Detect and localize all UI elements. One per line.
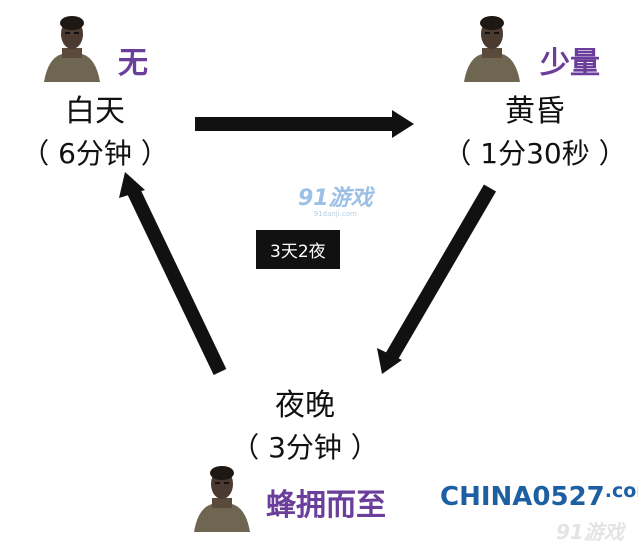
site-watermark-main: CHINA0527 xyxy=(440,482,605,512)
center-logo-sub: 91danji.com xyxy=(313,210,357,218)
zombie-avatar-icon xyxy=(464,16,520,82)
phase-dusk-duration: （ 1分30秒 ） xyxy=(443,137,627,170)
site-watermark: CHINA0527.com xyxy=(440,480,638,512)
phase-day-name: 白天 xyxy=(65,94,125,129)
faint-watermark: 91游戏 xyxy=(556,520,624,544)
arrow-day-to-dusk xyxy=(195,110,414,138)
phase-day: 白天 （ 6分钟 ） xyxy=(20,86,170,172)
arrow-dusk-to-night xyxy=(377,184,497,374)
cycle-badge: 3天2夜 xyxy=(256,230,340,269)
day-zombie-label: 无 xyxy=(118,46,148,81)
night-zombie-label: 蜂拥而至 xyxy=(266,488,386,523)
phase-dusk: 黄昏 （ 1分30秒 ） xyxy=(440,86,630,172)
zombie-avatar-icon xyxy=(44,16,100,82)
arrow-night-to-day xyxy=(119,172,227,376)
phase-night-name: 夜晚 xyxy=(275,388,335,423)
center-logo-text: 91游戏 xyxy=(298,186,373,211)
site-watermark-suffix: .com xyxy=(604,480,638,502)
phase-day-duration: （ 6分钟 ） xyxy=(21,137,169,170)
zombie-avatar-icon xyxy=(194,466,250,532)
phase-night: 夜晚 （ 3分钟 ） xyxy=(225,380,385,466)
phase-night-duration: （ 3分钟 ） xyxy=(231,431,379,464)
phase-dusk-name: 黄昏 xyxy=(505,94,565,129)
dusk-zombie-label: 少量 xyxy=(540,46,600,81)
center-logo: 91游戏 91danji.com xyxy=(298,180,373,218)
